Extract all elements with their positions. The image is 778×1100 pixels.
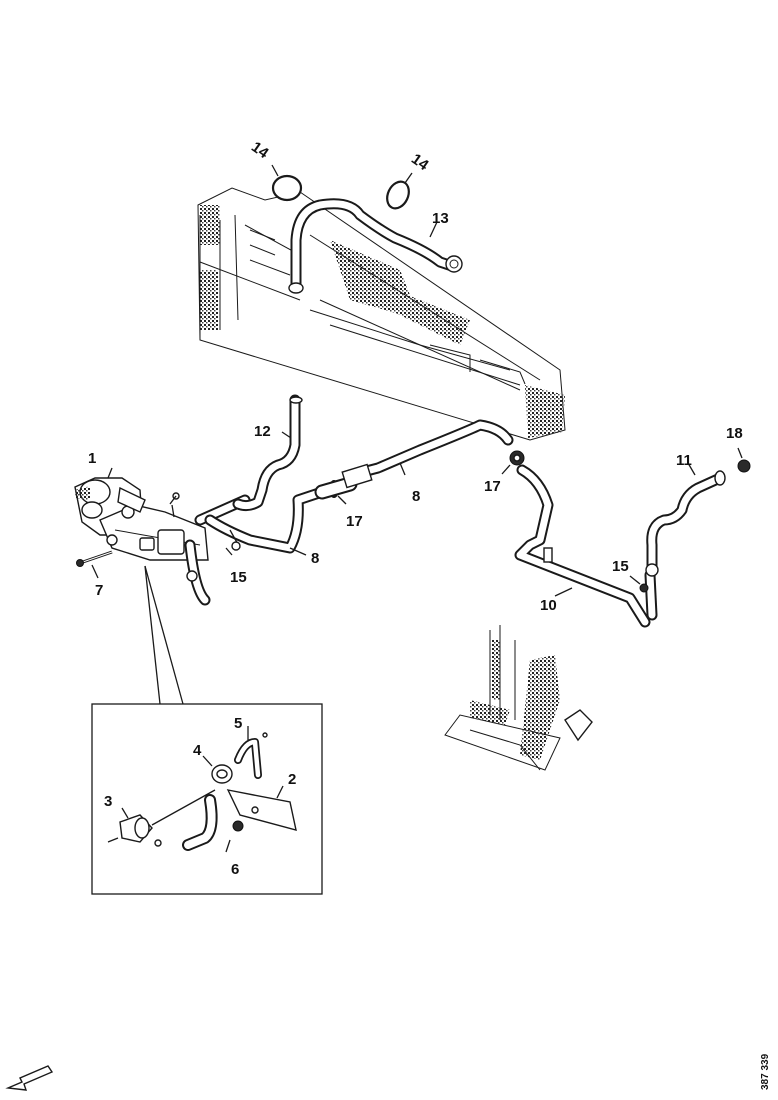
hose-11 bbox=[646, 462, 726, 576]
callout-8-upper: 8 bbox=[412, 488, 420, 505]
callout-8-lower: 8 bbox=[311, 550, 319, 567]
callout-14-right: 14 bbox=[408, 151, 432, 175]
callout-3: 3 bbox=[104, 793, 112, 810]
callout-11: 11 bbox=[676, 452, 692, 469]
inset-parts bbox=[107, 726, 297, 853]
clip-15-left bbox=[225, 547, 233, 556]
callout-15-left: 15 bbox=[230, 569, 247, 586]
bolt-7 bbox=[76, 550, 113, 579]
callout-13: 13 bbox=[432, 210, 449, 227]
callout-10: 10 bbox=[540, 597, 557, 614]
callout-18: 18 bbox=[726, 425, 743, 442]
callout-labels: 1 7 12 15 8 17 8 17 10 15 11 18 14 14 13… bbox=[88, 139, 743, 878]
hose-8-upper bbox=[314, 419, 514, 500]
clamp-18 bbox=[737, 447, 751, 473]
pipe-10 bbox=[514, 464, 658, 628]
hose-13 bbox=[288, 198, 463, 294]
clip-15-right bbox=[629, 563, 659, 593]
callout-2: 2 bbox=[288, 771, 296, 788]
callout-12: 12 bbox=[254, 423, 271, 440]
hose-8-lower bbox=[204, 486, 328, 556]
callout-1: 1 bbox=[88, 450, 96, 467]
callout-6: 6 bbox=[231, 861, 239, 878]
detail-inset-frame bbox=[91, 703, 323, 895]
callout-15-right: 15 bbox=[612, 558, 629, 575]
callout-14-left: 14 bbox=[248, 139, 272, 163]
front-direction-arrow-icon bbox=[5, 1065, 54, 1091]
clip-14-right bbox=[386, 172, 413, 210]
clip-14-left bbox=[271, 164, 303, 202]
valve-assembly bbox=[74, 477, 209, 561]
inset-leader-lines bbox=[144, 565, 184, 705]
engine-block bbox=[197, 187, 566, 441]
engine-lower-detail bbox=[444, 625, 593, 771]
clamp-17-right bbox=[501, 450, 525, 475]
callout-7: 7 bbox=[95, 582, 103, 599]
callout-17-left: 17 bbox=[346, 513, 363, 530]
callout-17-right: 17 bbox=[484, 478, 501, 495]
drawing-code: 387 339 bbox=[760, 1053, 771, 1090]
callout-5: 5 bbox=[234, 715, 242, 732]
hose-12 bbox=[232, 394, 303, 512]
callout-4: 4 bbox=[193, 742, 202, 759]
